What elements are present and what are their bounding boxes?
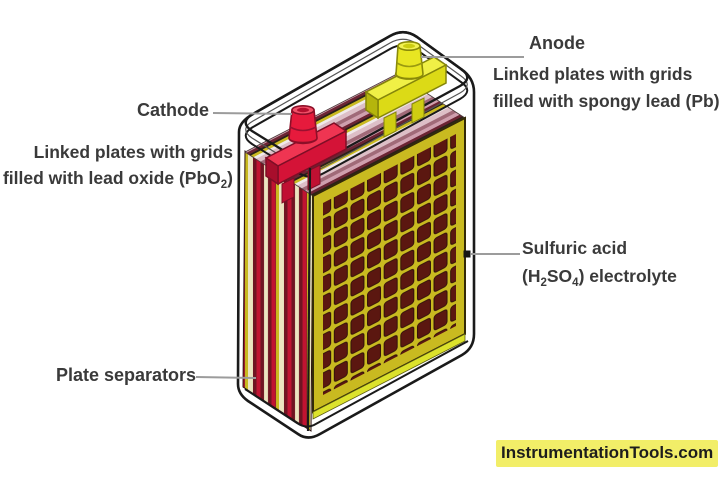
subscript: 2 bbox=[220, 179, 228, 191]
cathode-terminal-top-inner bbox=[297, 107, 309, 113]
cathode-bus-bar-end bbox=[265, 156, 279, 186]
anode-terminal-post bbox=[395, 45, 424, 80]
cathode-description-line1: Linked plates with grids bbox=[33, 142, 233, 162]
electrolyte-line2: (H2SO4) electrolyte bbox=[522, 266, 677, 289]
anode-terminal-ring bbox=[396, 62, 423, 68]
anode-bus-bar-leg bbox=[411, 97, 425, 124]
anode-label: Anode bbox=[529, 33, 585, 53]
anode-description: Linked plates with grids filled with spo… bbox=[493, 61, 720, 115]
subscript: 2 bbox=[540, 277, 547, 289]
case-front-edge bbox=[306, 167, 312, 432]
cathode-description: Linked plates with grids filled with lea… bbox=[0, 139, 233, 198]
cathode-terminal-assembly bbox=[264, 105, 348, 204]
grid-plate-cells bbox=[323, 134, 456, 395]
front-grid-plate bbox=[312, 116, 466, 420]
cathode-description-line2: filled with lead oxide (PbO2) bbox=[2, 168, 233, 191]
plate-separators-label: Plate separators bbox=[56, 365, 197, 385]
anode-description-line1: Linked plates with grids bbox=[493, 64, 693, 84]
subscript: 4 bbox=[572, 277, 579, 289]
anode-terminal-top-inner bbox=[403, 43, 415, 49]
electrolyte-pointer-dot bbox=[463, 250, 471, 258]
case-bottom-inner-edge bbox=[244, 340, 469, 428]
separators-leader-line bbox=[195, 376, 257, 379]
plate-stack-side bbox=[242, 150, 314, 432]
anode-description-line2: filled with spongy lead (Pb) bbox=[493, 91, 720, 111]
cathode-bus-bar-leg bbox=[281, 177, 295, 204]
cathode-terminal-post bbox=[288, 109, 318, 144]
cathode-label: Cathode bbox=[137, 100, 209, 120]
leader-lines bbox=[195, 56, 524, 379]
anode-bus-bar-end bbox=[365, 90, 379, 120]
cathode-leader-line bbox=[212, 112, 293, 115]
watermark: InstrumentationTools.com bbox=[496, 440, 719, 467]
anode-terminal-assembly bbox=[364, 40, 448, 138]
electrolyte-line1: Sulfuric acid bbox=[522, 238, 628, 258]
grid-plate-bottom-edge bbox=[312, 333, 466, 420]
electrolyte-label: Sulfuric acid (H2SO4) electrolyte bbox=[522, 234, 677, 297]
anode-bus-bar-leg bbox=[383, 111, 397, 138]
cathode-terminal-ring bbox=[289, 126, 317, 132]
